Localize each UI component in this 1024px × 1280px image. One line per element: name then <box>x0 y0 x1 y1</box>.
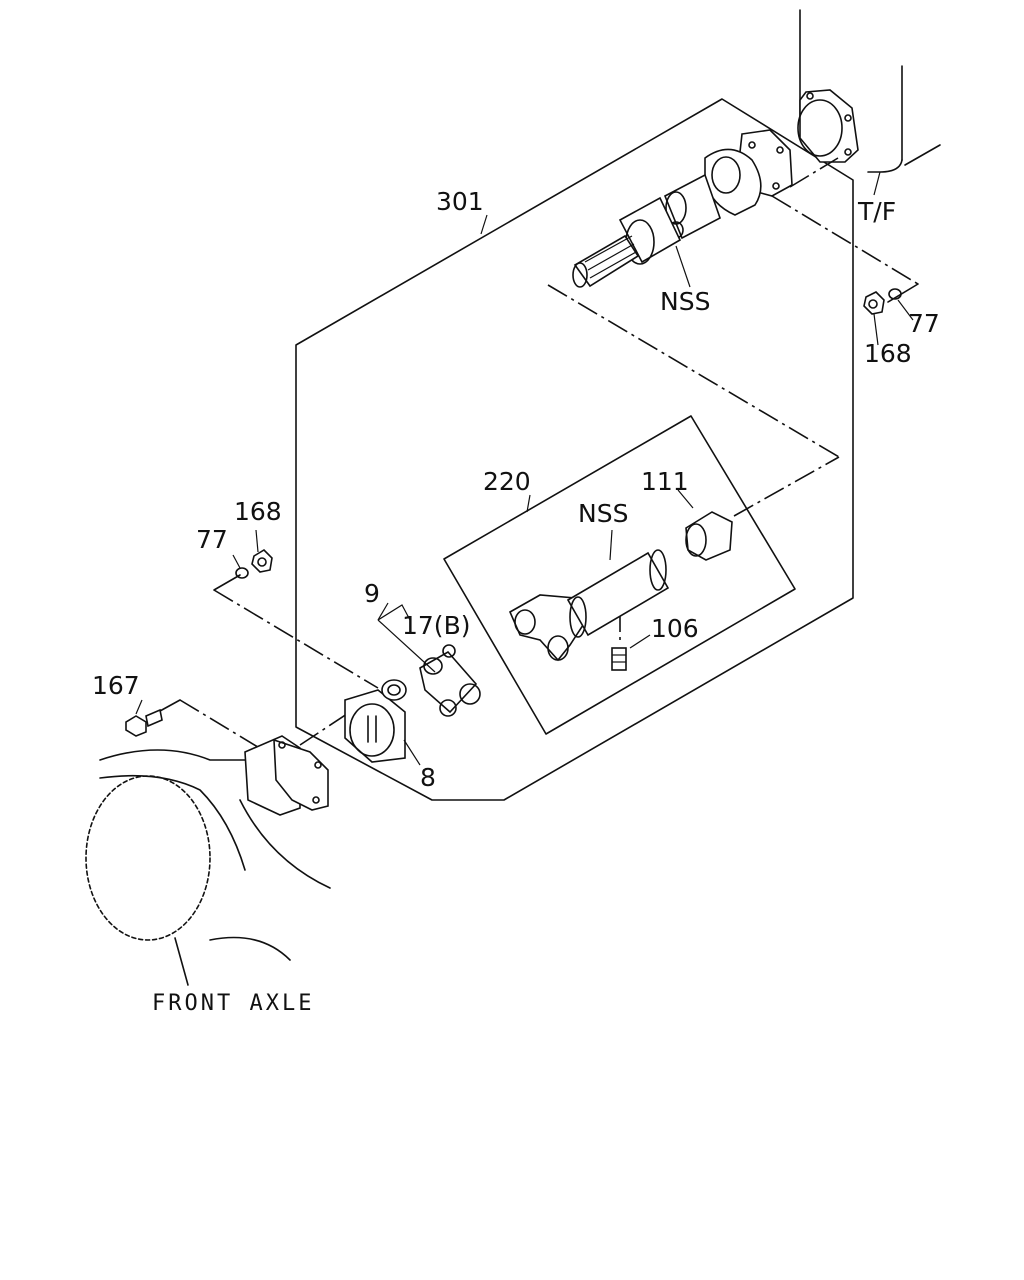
shaft-220-outline <box>443 415 796 735</box>
label-transfer-case: T/F <box>857 197 896 226</box>
label-nss-mid: NSS <box>578 499 628 528</box>
label-220: 220 <box>483 467 531 496</box>
label-9: 9 <box>364 579 380 608</box>
label-167: 167 <box>92 671 140 700</box>
nut-washer-left <box>235 548 273 579</box>
label-106: 106 <box>651 614 699 643</box>
spider-17b <box>419 644 481 717</box>
assembly-301-outline <box>295 98 854 801</box>
label-8: 8 <box>420 763 436 792</box>
slip-yoke-assembly <box>572 129 793 288</box>
label-17b: 17(B) <box>402 611 470 640</box>
shaft-tube <box>508 549 670 662</box>
label-168-left: 168 <box>234 497 282 526</box>
centerline-shaft <box>733 456 840 517</box>
flange-yoke-8 <box>344 679 407 763</box>
centerline-right <box>771 195 919 285</box>
grease-fitting-106 <box>611 647 627 671</box>
label-nss-top: NSS <box>660 287 710 316</box>
centerline-flange <box>299 711 351 746</box>
front-axle <box>85 735 331 986</box>
nut-washer-right <box>863 288 902 315</box>
label-111: 111 <box>641 467 689 496</box>
label-77-right: 77 <box>908 309 940 338</box>
label-301: 301 <box>436 187 484 216</box>
bolt-167 <box>125 708 163 737</box>
centerline-mid <box>547 284 840 458</box>
centerline-left <box>213 589 379 689</box>
label-168-right: 168 <box>864 339 912 368</box>
centerline-top <box>789 157 839 188</box>
sleeve-111 <box>685 511 733 561</box>
label-77-left: 77 <box>196 525 228 554</box>
transfer-case <box>797 9 941 173</box>
label-front-axle: FRONT AXLE <box>152 991 314 1016</box>
